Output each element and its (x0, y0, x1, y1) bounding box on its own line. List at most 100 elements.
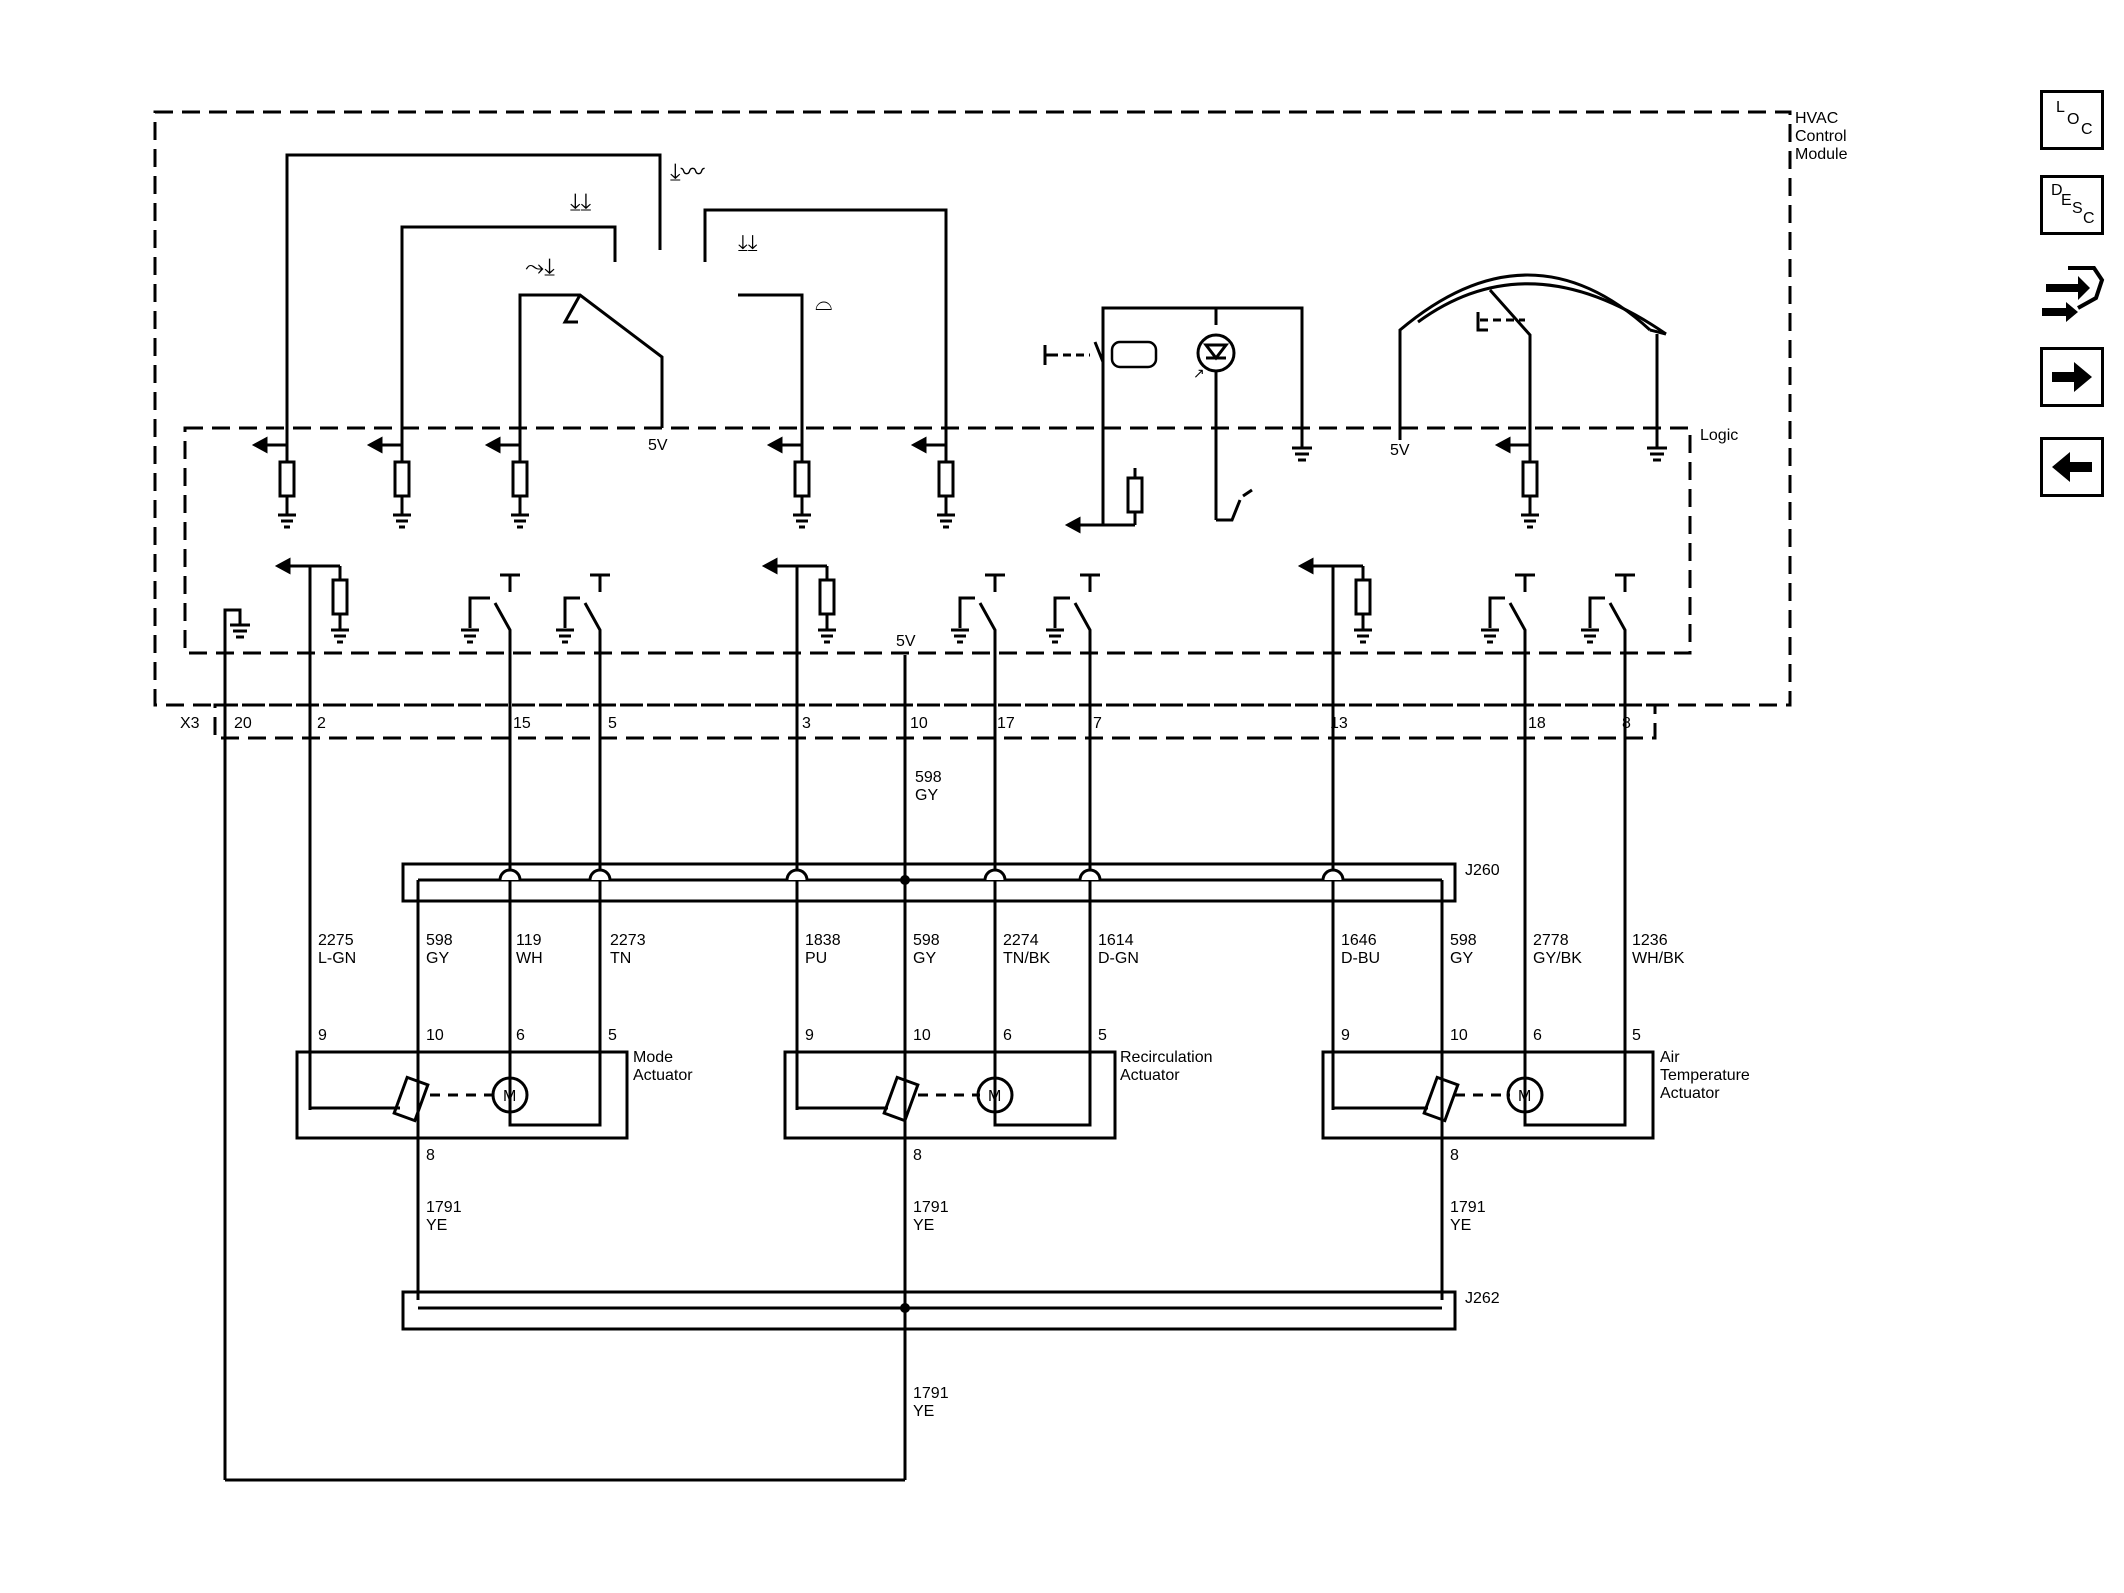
temp-pin-10: 10 (1450, 1027, 1468, 1044)
vent-mode-icons: ⤓〰 ⤓⤓ ⤳⤓ ⤓⤓ ⌓ (525, 159, 832, 315)
wire-598b-color: GY (913, 950, 936, 967)
wire-119-color: WH (516, 950, 543, 967)
wire-598c-color: GY (1450, 950, 1473, 967)
wire-1236-num: 1236 (1632, 932, 1668, 949)
module-title-line3: Module (1795, 146, 1848, 163)
j260-splice (401, 862, 1457, 1300)
wire-2274-num: 2274 (1003, 932, 1039, 949)
j260-label: J260 (1465, 862, 1500, 879)
recirculation-actuator (783, 1050, 1117, 1148)
air-temperature-actuator (1321, 1050, 1655, 1148)
recirc-pin-5: 5 (1098, 1027, 1107, 1044)
wire-1791d-num: 1791 (913, 1385, 949, 1402)
wire-1838-color: PU (805, 950, 827, 967)
pin-20: 20 (234, 715, 252, 732)
logic-label: Logic (1700, 427, 1738, 444)
pin-17: 17 (997, 715, 1015, 732)
j262-splice (401, 1290, 1457, 1331)
recirc-motor-m: M (988, 1088, 1001, 1105)
loc-letter-c: C (2081, 121, 2093, 138)
loc-icon: L O C (2043, 93, 2101, 147)
wire-1791a-num: 1791 (426, 1199, 462, 1216)
wire-119-num: 119 (516, 932, 542, 949)
previous-button[interactable] (2040, 437, 2104, 497)
recirc-actuator-name-2: Actuator (1120, 1067, 1180, 1084)
pin-2: 2 (317, 715, 326, 732)
recirc-pin-10: 10 (913, 1027, 931, 1044)
module-title-line2: Control (1795, 128, 1847, 145)
wire-598a-color: GY (426, 950, 449, 967)
temp-actuator-name-2: Temperature (1660, 1067, 1750, 1084)
recirc-light-icon: ↗ (1193, 365, 1205, 381)
pin-3: 3 (802, 715, 811, 732)
x3-label: X3 (180, 715, 200, 732)
defrost-icon: ⌓ (815, 290, 832, 315)
wire-598-top-color: GY (915, 787, 938, 804)
wire-1614-color: D-GN (1098, 950, 1139, 967)
temp-pin-5: 5 (1632, 1027, 1641, 1044)
arrow-right-icon (2052, 362, 2092, 392)
v5-label-2: 5V (1390, 442, 1410, 459)
bilevel-vent-icon: ⤓⤓ (570, 189, 592, 216)
temp-actuator-name-1: Air (1660, 1049, 1680, 1066)
wire-1838-num: 1838 (805, 932, 841, 949)
wire-2273-num: 2273 (610, 932, 646, 949)
v5-label-3: 5V (896, 633, 916, 650)
loc-letter-o: O (2067, 111, 2080, 128)
mode-pin-6: 6 (516, 1027, 525, 1044)
pin-7: 7 (1093, 715, 1102, 732)
wire-1646-num: 1646 (1341, 932, 1377, 949)
v5-label-1: 5V (648, 437, 668, 454)
wire-1791b-num: 1791 (913, 1199, 949, 1216)
temp-pin-9: 9 (1341, 1027, 1350, 1044)
recirc-switch-wiring (1043, 306, 1312, 534)
mode-actuator-name-2: Actuator (633, 1067, 693, 1084)
desc-letter-e: E (2061, 192, 2072, 209)
recirc-pin-8: 8 (913, 1147, 922, 1164)
mode-pin-9: 9 (318, 1027, 327, 1044)
pin-5: 5 (608, 715, 617, 732)
wire-1646-color: D-BU (1341, 950, 1380, 967)
description-button[interactable]: D E S C (2040, 175, 2104, 235)
panel-vent-icon: ⤓〰 (670, 159, 705, 186)
wire-2274-color: TN/BK (1003, 950, 1050, 967)
pin-18: 18 (1528, 715, 1546, 732)
wire-598c-num: 598 (1450, 932, 1477, 949)
temp-pin-8: 8 (1450, 1147, 1459, 1164)
recirc-actuator-name-1: Recirculation (1120, 1049, 1212, 1066)
next-button[interactable] (2040, 347, 2104, 407)
desc-letter-c: C (2083, 210, 2095, 227)
wire-2275-num: 2275 (318, 932, 354, 949)
recirc-pin-6: 6 (1003, 1027, 1012, 1044)
mode-pin-10: 10 (426, 1027, 444, 1044)
x3-connector (213, 703, 1657, 740)
actuator-pin-labels: 9 10 6 5 8 9 10 6 5 8 9 10 6 5 8 (318, 1027, 1641, 1164)
desc-icon: D E S C (2043, 178, 2101, 232)
wire-2275-color: L-GN (318, 950, 356, 967)
wire-labels: 598 GY 2275 L-GN 598 GY 119 WH 2273 TN 1… (318, 769, 1685, 1420)
temp-selector-wiring (1398, 273, 1667, 462)
arrow-left-icon (2052, 452, 2092, 482)
splice-dots (900, 875, 910, 1313)
wire-2778-color: GY/BK (1533, 950, 1582, 967)
defrost-floor-icon: ⤓⤓ (738, 230, 758, 255)
temp-motor-m: M (1518, 1088, 1531, 1105)
wire-2778-num: 2778 (1533, 932, 1569, 949)
wire-1614-num: 1614 (1098, 932, 1134, 949)
module-title-line1: HVAC (1795, 110, 1838, 127)
wire-1236-color: WH/BK (1632, 950, 1685, 967)
wire-1791c-num: 1791 (1450, 1199, 1486, 1216)
mode-switch-wiring (285, 153, 948, 445)
wire-598a-num: 598 (426, 932, 453, 949)
loc-letter-l: L (2056, 99, 2065, 116)
pin-15: 15 (513, 715, 531, 732)
temp-pin-6: 6 (1533, 1027, 1542, 1044)
j260-crossovers (498, 868, 1345, 881)
harness-connector-icon[interactable] (2038, 258, 2106, 328)
location-button[interactable]: L O C (2040, 90, 2104, 150)
wire-1791b-color: YE (913, 1217, 934, 1234)
mode-pin-8: 8 (426, 1147, 435, 1164)
wire-1791d-color: YE (913, 1403, 934, 1420)
wire-2273-color: TN (610, 950, 631, 967)
